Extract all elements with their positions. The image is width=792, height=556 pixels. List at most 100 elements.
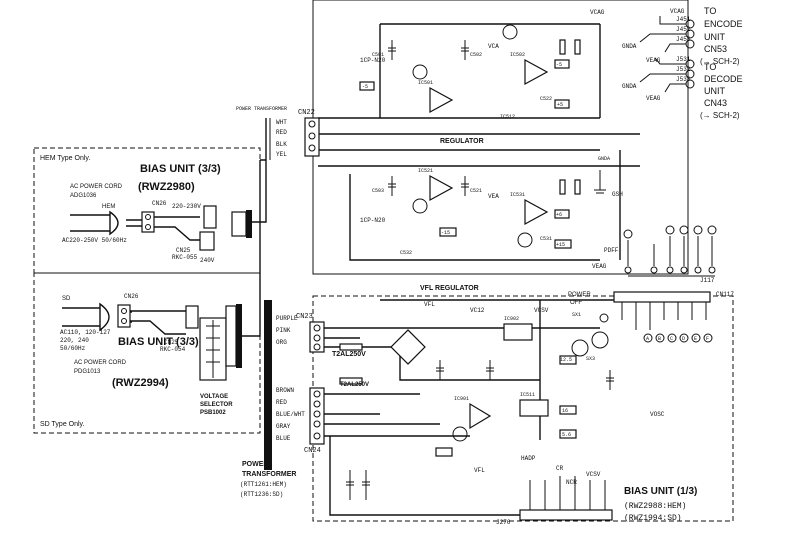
svg-text:C521: C521: [470, 188, 482, 194]
svg-text:1CP-N20: 1CP-N20: [360, 217, 386, 224]
svg-text:RKC-054: RKC-054: [160, 346, 186, 353]
svg-text:IC501: IC501: [418, 80, 433, 86]
svg-text:(RTT1236:SD): (RTT1236:SD): [240, 491, 283, 498]
svg-text:C531: C531: [540, 236, 552, 242]
sd-power-cord: AC POWER CORD PDG1013 SD AC110, 120-127 …: [60, 296, 132, 375]
bias-unit-main-label: BIAS UNIT (1/3) (RWZ2988:HEM) (RWZ1994:S…: [624, 486, 697, 523]
svg-text:DECODE: DECODE: [704, 74, 743, 84]
top-transistors: 1CP-N20 1CP-N20: [360, 24, 533, 248]
svg-text:+15: +15: [556, 242, 565, 248]
j53-connector: J531 J532 J533 GNDA VEAG: [622, 56, 695, 102]
svg-text:B: B: [658, 336, 661, 342]
svg-text:220, 240: 220, 240: [60, 337, 89, 344]
svg-text:+5: +5: [557, 102, 563, 108]
svg-text:RKC-055: RKC-055: [172, 254, 198, 261]
j276-connector: J276: [496, 476, 613, 526]
svg-text:VOSC: VOSC: [650, 411, 665, 418]
svg-text:16: 16: [562, 408, 568, 414]
svg-text:PDG1013: PDG1013: [74, 369, 101, 375]
svg-text:J453: J453: [676, 36, 691, 43]
svg-text:D: D: [682, 336, 685, 342]
vca-label: VCA: [488, 43, 499, 50]
cn23-connector: CN23: [296, 313, 325, 353]
svg-text:C532: C532: [400, 250, 412, 256]
svg-text:J532: J532: [676, 66, 691, 73]
svg-text:AC110, 120-127: AC110, 120-127: [60, 329, 111, 336]
top-passives: C501 C502 C503 C521 C522 C531 C532: [372, 39, 581, 256]
svg-text:BLK: BLK: [276, 141, 287, 148]
hem-type-label: HEM Type Only.: [40, 155, 90, 162]
svg-text:IC502: IC502: [510, 52, 525, 58]
svg-text:J117: J117: [700, 277, 715, 284]
hem-cn26: CN26: [141, 200, 167, 233]
svg-text:50/60Hz: 50/60Hz: [60, 345, 86, 352]
hem-cn25: CN25 RKC-055: [172, 210, 252, 261]
sd-title: BIAS UNIT (3/3) (RWZ2994): [112, 336, 199, 389]
vea-label: VEA: [488, 193, 499, 200]
svg-text:AC POWER CORD: AC POWER CORD: [74, 360, 127, 366]
svg-text:CN43: CN43: [704, 98, 727, 108]
svg-text:CN25: CN25: [176, 247, 191, 254]
svg-text:J531: J531: [676, 56, 691, 63]
svg-text:5.6: 5.6: [562, 432, 571, 438]
svg-text:PINK: PINK: [276, 327, 291, 334]
svg-text:SX3: SX3: [586, 356, 595, 362]
svg-text:SELECTOR: SELECTOR: [200, 402, 233, 408]
primary-leads: [242, 118, 267, 337]
svg-text:A: A: [646, 336, 649, 342]
hem-power-cord: AC POWER CORD ADG1036 HEM AC220-250V 50/…: [62, 184, 142, 244]
power-off-switch: POWER OFF: [568, 292, 609, 323]
svg-text:AC220-250V 50/60Hz: AC220-250V 50/60Hz: [62, 237, 127, 244]
svg-text:POWER: POWER: [242, 461, 268, 468]
sd-type-label: SD Type Only.: [40, 421, 85, 428]
svg-text:YEL: YEL: [276, 151, 287, 158]
svg-text:PSB1002: PSB1002: [200, 410, 226, 416]
svg-text:HADP: HADP: [521, 455, 536, 462]
svg-text:BLUE: BLUE: [276, 435, 291, 442]
svg-text:TO: TO: [704, 6, 716, 16]
svg-text:RED: RED: [276, 399, 287, 406]
transformer-bottom-caption: POWER TRANSFORMER (RTT1261:HEM) (RTT1236…: [240, 461, 296, 498]
svg-text:IC531: IC531: [510, 192, 525, 198]
svg-text:(→ SCH-2): (→ SCH-2): [700, 111, 740, 120]
gsh-ground: GSH GNDA: [594, 156, 623, 198]
svg-text:(RWZ2980): (RWZ2980): [138, 181, 195, 193]
transformer-bottom: PURPLE PINK ORG BROWN RED BLUE/WHT GRAY …: [264, 300, 305, 470]
svg-text:POWER TRANSFORMER: POWER TRANSFORMER: [236, 106, 287, 112]
svg-text:J452: J452: [676, 26, 691, 33]
svg-text:HEM: HEM: [102, 204, 115, 210]
svg-text:CN117: CN117: [716, 291, 734, 298]
svg-text:SX1: SX1: [572, 312, 581, 318]
svg-text:UNIT: UNIT: [704, 86, 725, 96]
svg-text:ORG: ORG: [276, 339, 287, 346]
svg-text:-15: -15: [441, 230, 450, 236]
cn117-connector: CN117 A B C D E F: [613, 291, 734, 343]
svg-text:VOLTAGE: VOLTAGE: [200, 394, 228, 400]
svg-text:BROWN: BROWN: [276, 387, 294, 394]
top-power-rails: REGULATOR: [318, 23, 640, 261]
svg-text:TRANSFORMER: TRANSFORMER: [242, 471, 296, 478]
transformer-top: POWER TRANSFORMER WHT RED BLK YEL: [236, 106, 287, 160]
svg-text:SD: SD: [62, 296, 71, 302]
svg-text:UNIT: UNIT: [704, 32, 725, 42]
svg-text:C: C: [670, 336, 673, 342]
top-voltage-tags: -5 +5 -15 +15 -5 +6: [359, 59, 572, 249]
svg-text:IC511: IC511: [520, 392, 535, 398]
j45-connector: J451 J452 J453 VCAG GNDA VEAG: [622, 8, 695, 64]
voltage-selector: VOLTAGE SELECTOR PSB1002: [199, 304, 242, 416]
svg-text:NCR: NCR: [566, 479, 577, 486]
svg-text:REGULATOR: REGULATOR: [440, 138, 484, 145]
svg-text:J451: J451: [676, 16, 691, 23]
svg-text:POWER: POWER: [568, 292, 591, 298]
svg-text:CN22: CN22: [298, 109, 315, 117]
bottom-passives: 12.5 16 5.6 SX1 SX3: [346, 312, 614, 500]
sd-section-frame: [33, 272, 261, 434]
svg-text:-5: -5: [556, 62, 562, 68]
svg-text:VC12: VC12: [470, 307, 485, 314]
svg-text:IC902: IC902: [504, 316, 519, 322]
bottom-ics: IC901 IC902 IC511: [452, 316, 609, 442]
svg-text:1CP-N20: 1CP-N20: [360, 57, 386, 64]
vcag-label: VCAG: [590, 9, 605, 16]
svg-text:BIAS UNIT (3/3): BIAS UNIT (3/3): [118, 336, 199, 348]
